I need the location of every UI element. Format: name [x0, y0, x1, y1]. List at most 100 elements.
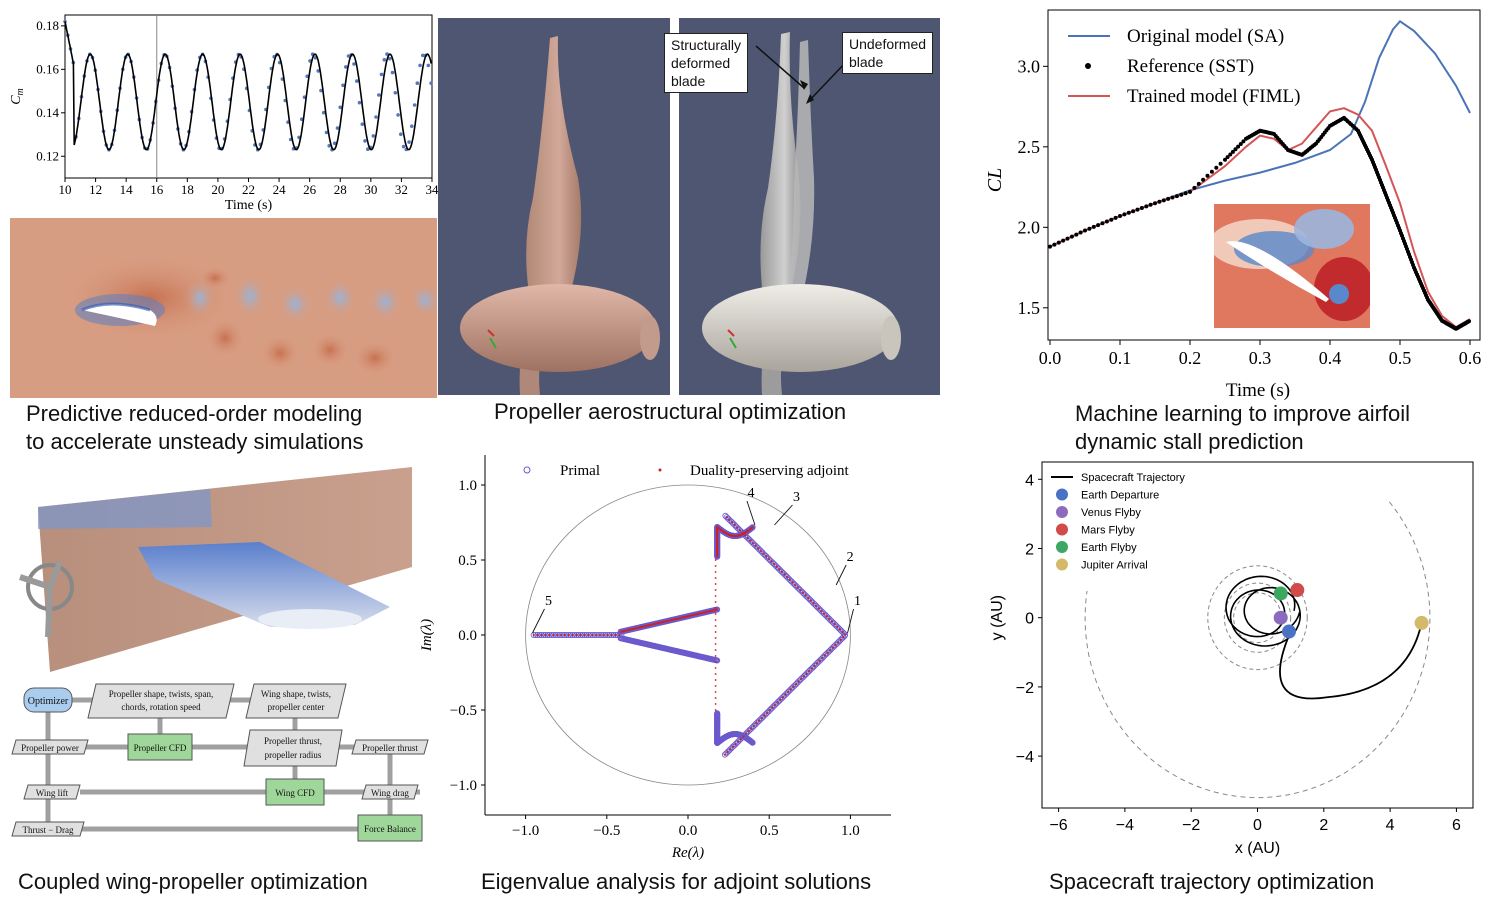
eigen-adjoint-point — [729, 748, 732, 751]
ml-xlabel: Time (s) — [1226, 380, 1290, 401]
eigen-adjoint-point — [826, 651, 829, 654]
propeller-render-image — [438, 18, 940, 395]
eigen-annotation-arrow — [532, 608, 545, 634]
eigen-adjoint-point — [844, 633, 847, 636]
rom-dot — [396, 113, 400, 117]
ml-sst-point — [1157, 199, 1162, 204]
eigen-annotation-label: 1 — [854, 594, 861, 609]
eigen-adjoint-point — [760, 717, 763, 720]
eigen-adjoint-point — [618, 634, 621, 636]
eigen-adjoint-point — [820, 610, 823, 613]
ml-sst-point — [1131, 209, 1136, 214]
rom-xtick-label: 26 — [303, 182, 317, 197]
eigen-adjoint-point — [834, 644, 837, 646]
eigen-adjoint-point — [791, 581, 794, 584]
rom-flow-field-image — [10, 218, 437, 398]
eigen-adjoint-point — [610, 634, 613, 636]
eigen-adjoint-point — [746, 537, 749, 539]
ml-sst-point — [1148, 202, 1153, 207]
eigen-adjoint-point — [788, 578, 791, 581]
eigen-adjoint-point — [828, 617, 831, 620]
eigen-adjoint-point — [796, 586, 799, 589]
eigen-adjoint-point — [792, 685, 795, 688]
rom-xtick-label: 24 — [273, 182, 287, 197]
svg-text:Propeller CFD: Propeller CFD — [134, 743, 187, 753]
eigen-adjoint-point — [567, 634, 570, 636]
svg-text:chords, rotation speed: chords, rotation speed — [121, 702, 201, 712]
eigen-adjoint-point — [714, 703, 717, 705]
rom-dot — [388, 56, 392, 61]
rom-dot — [371, 134, 376, 138]
svg-text:Wing shape, twists,: Wing shape, twists, — [261, 689, 331, 699]
rom-dot — [319, 88, 323, 93]
svg-text:propeller center: propeller center — [268, 702, 325, 712]
eigen-adjoint-point — [817, 607, 820, 610]
eigen-primal-point — [593, 631, 600, 638]
ml-plot-frame — [1047, 9, 1481, 341]
rom-dot — [393, 91, 398, 95]
ml-sst-point — [1225, 155, 1230, 160]
ml-sst-point — [1096, 223, 1101, 228]
ml-sst-point — [1113, 215, 1118, 220]
eigen-annotation-label: 5 — [545, 594, 552, 609]
traj-legend-label: Earth Flyby — [1081, 542, 1137, 554]
eigen-legend-label: Duality-preserving adjoint — [690, 463, 850, 479]
ml-ylabel: CL — [984, 168, 1006, 192]
ml-xtick-label: 0.3 — [1249, 348, 1272, 368]
eigen-adjoint-point — [714, 607, 717, 609]
xdsm-wing-vars-node: Wing shape, twists, propeller center — [245, 683, 347, 719]
eigen-adjoint-point — [544, 634, 547, 636]
eigen-primal-point — [714, 710, 721, 717]
ml-sst-point — [1223, 157, 1227, 162]
eigen-xlabel: Re(λ) — [671, 845, 704, 861]
rom-xtick-label: 16 — [150, 182, 164, 197]
eigen-adjoint-point — [536, 634, 539, 636]
eigen-adjoint-point — [802, 591, 804, 594]
ml-sst-point — [1236, 144, 1241, 149]
eigen-adjoint-point — [830, 620, 833, 623]
eigen-primal-point — [565, 631, 572, 638]
eigen-adjoint-point — [758, 719, 761, 722]
eigen-adjoint-point — [556, 634, 559, 636]
traj-xtick-label: −2 — [1182, 817, 1200, 834]
traj-legend-label: Earth Departure — [1081, 490, 1159, 502]
traj-marker — [1290, 583, 1305, 598]
svg-text:Propeller thrust,: Propeller thrust, — [264, 736, 322, 746]
eigen-adjoint-point — [825, 615, 828, 618]
traj-ytick-label: 0 — [1025, 611, 1034, 628]
ml-sst-point — [1166, 196, 1171, 201]
traj-ytick-label: 2 — [1025, 542, 1034, 559]
xdsm-prop-cfd-node: Propeller CFD — [127, 733, 193, 761]
traj-legend-marker — [1056, 541, 1068, 553]
ml-sst-point — [1122, 212, 1127, 217]
rom-dot — [363, 139, 367, 143]
wing-propeller-render-image — [19, 467, 412, 672]
rom-dot — [344, 65, 348, 69]
eigen-legend-label: Primal — [560, 463, 600, 479]
ml-sst-point — [1091, 224, 1096, 229]
rom-caption-line1: Predictive reduced-order modeling — [26, 401, 363, 426]
eigen-primal-point — [573, 631, 580, 638]
svg-text:propeller radius: propeller radius — [265, 750, 322, 760]
eigen-adjoint-point — [579, 634, 582, 636]
eigen-adjoint-point — [731, 521, 733, 524]
eigen-adjoint-point — [838, 628, 841, 631]
xdsm-wing-cfd-node: Wing CFD — [265, 778, 325, 806]
eigen-primal-point — [534, 631, 541, 638]
eigen-adjoint-point — [768, 709, 771, 712]
eigen-annotation-arrow — [774, 504, 793, 526]
eigen-primal-point — [538, 631, 545, 638]
traj-caption: Spacecraft trajectory optimization — [1049, 869, 1375, 894]
ml-legend-label: Trained model (FIML) — [1127, 86, 1300, 107]
eigen-adjoint-point — [714, 697, 717, 699]
rom-dot — [415, 81, 420, 85]
eigen-adjoint-point — [619, 630, 622, 633]
eigen-ytick-label: 0.0 — [458, 628, 477, 644]
ml-sst-point — [1201, 177, 1206, 182]
rom-dot — [401, 144, 406, 149]
xdsm-prop-vars-node: Propeller shape, twists, span, chords, r… — [87, 683, 235, 719]
rom-dot — [321, 110, 326, 115]
eigen-primal-point — [616, 631, 623, 638]
rom-dot — [352, 62, 356, 66]
traj-legend-label: Venus Flyby — [1081, 507, 1141, 519]
